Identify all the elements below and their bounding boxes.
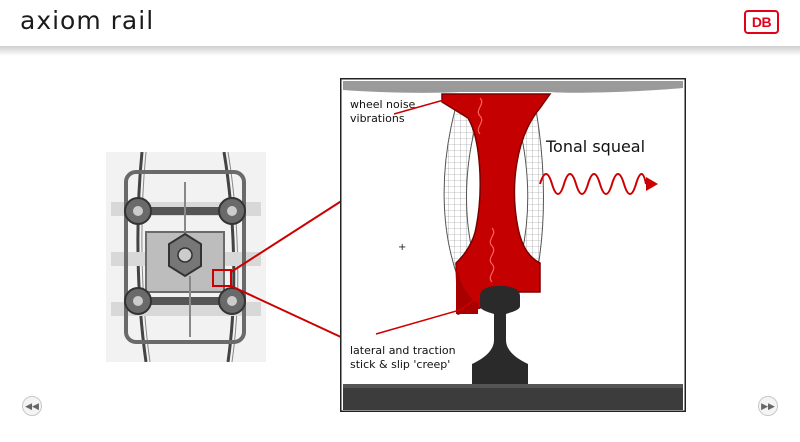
label-wheel-noise-line1: wheel noise bbox=[350, 98, 416, 111]
brand-logo: axiom rail bbox=[20, 6, 155, 35]
label-tonal-squeal: Tonal squeal bbox=[546, 137, 646, 156]
header-bar: axiom rail DB bbox=[0, 0, 800, 46]
wheel-rail-diagram: + bbox=[340, 78, 686, 412]
label-creep: lateral and traction stick & slip 'creep… bbox=[350, 344, 456, 372]
next-slide-button[interactable]: ▶▶ bbox=[758, 396, 778, 416]
header-shadow bbox=[0, 46, 800, 56]
bogie-illustration bbox=[106, 152, 266, 362]
rewind-icon: ◀◀ bbox=[25, 400, 39, 411]
db-logo-text: DB bbox=[751, 14, 772, 30]
previous-slide-button[interactable]: ◀◀ bbox=[22, 396, 42, 416]
zoom-highlight-box bbox=[212, 269, 232, 287]
db-logo: DB bbox=[744, 10, 779, 34]
label-creep-line2: stick & slip 'creep' bbox=[350, 358, 451, 371]
label-creep-line1: lateral and traction bbox=[350, 344, 456, 357]
fast-forward-icon: ▶▶ bbox=[761, 400, 775, 411]
label-wheel-noise-line2: vibrations bbox=[350, 112, 405, 125]
label-wheel-noise: wheel noise vibrations bbox=[350, 98, 415, 126]
svg-text:+: + bbox=[398, 242, 406, 253]
